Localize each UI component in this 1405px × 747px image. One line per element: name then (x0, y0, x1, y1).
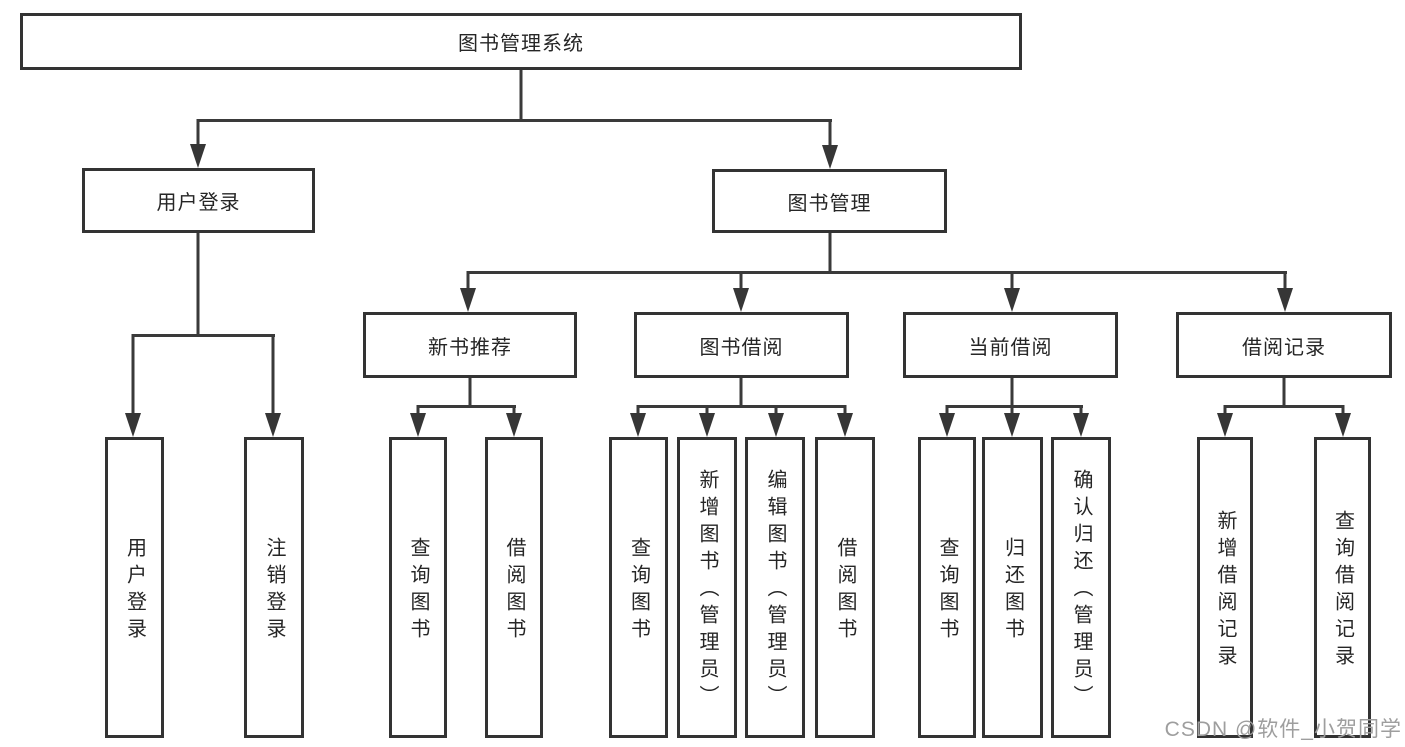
arrow-down-icon (1004, 288, 1020, 312)
leaf-confirm-return-admin: 确认归还（管理员） (1051, 437, 1111, 738)
leaf-edit-books-admin: 编辑图书（管理员） (745, 437, 805, 738)
connector-line (637, 405, 846, 408)
connector-line (271, 334, 275, 415)
arrow-down-icon (630, 413, 646, 437)
connector-line (843, 405, 847, 415)
connector-line (512, 405, 516, 415)
connector-line (468, 378, 472, 407)
connector-line (416, 405, 420, 415)
connector-line (1079, 405, 1083, 415)
arrow-down-icon (1004, 413, 1020, 437)
connector-line (1224, 405, 1344, 408)
arrow-down-icon (460, 288, 476, 312)
arrow-down-icon (1335, 413, 1351, 437)
node-book-borrow-label: 图书借阅 (699, 336, 784, 359)
connector-line (828, 233, 832, 273)
arrow-down-icon (837, 413, 853, 437)
node-root-label: 图书管理系统 (458, 33, 584, 55)
node-user-login: 用户登录 (82, 168, 315, 233)
node-current-borrow: 当前借阅 (903, 312, 1118, 378)
leaf-borrow-query-books: 查询图书 (609, 437, 668, 738)
node-current-borrow-label: 当前借阅 (968, 336, 1053, 359)
node-borrow-records: 借阅记录 (1176, 312, 1392, 378)
connector-line (1010, 378, 1014, 407)
node-book-management: 图书管理 (712, 169, 947, 233)
leaf-borrow-books: 借阅图书 (815, 437, 875, 738)
node-new-book-recommend-label: 新书推荐 (428, 336, 512, 359)
connector-line (197, 119, 832, 122)
connector-line (946, 405, 1083, 408)
arrow-down-icon (1217, 413, 1233, 437)
node-new-book-recommend: 新书推荐 (363, 312, 577, 378)
connector-line (466, 271, 470, 290)
connector-line (1283, 271, 1287, 290)
connector-line (1341, 405, 1345, 415)
connector-line (828, 119, 832, 147)
arrow-down-icon (768, 413, 784, 437)
connector-line (739, 378, 743, 407)
leaf-user-login: 用户登录 (105, 437, 164, 738)
connector-line (467, 271, 1287, 274)
arrow-down-icon (125, 413, 141, 437)
node-borrow-records-label: 借阅记录 (1242, 336, 1326, 359)
arrow-down-icon (939, 413, 955, 437)
leaf-logout: 注销登录 (244, 437, 304, 738)
connector-line (196, 119, 200, 146)
connector-line (774, 405, 778, 415)
connector-line (705, 405, 709, 415)
connector-line (196, 233, 200, 336)
arrow-down-icon (190, 144, 206, 168)
connector-line (131, 334, 135, 415)
connector-line (945, 405, 949, 415)
connector-line (519, 70, 523, 121)
connector-line (1223, 405, 1227, 415)
connector-line (1282, 378, 1286, 407)
connector-line (132, 334, 275, 337)
node-book-management-label: 图书管理 (787, 192, 872, 215)
leaf-add-borrow-record: 新增借阅记录 (1197, 437, 1253, 738)
arrow-down-icon (822, 145, 838, 169)
leaf-query-borrow-record: 查询借阅记录 (1314, 437, 1371, 738)
arrow-down-icon (699, 413, 715, 437)
connector-line (1010, 271, 1014, 290)
leaf-rec-query-books: 查询图书 (389, 437, 447, 738)
arrow-down-icon (733, 288, 749, 312)
leaf-return-books: 归还图书 (982, 437, 1043, 738)
leaf-add-books-admin: 新增图书（管理员） (677, 437, 737, 738)
arrow-down-icon (265, 413, 281, 437)
leaf-rec-borrow-books: 借阅图书 (485, 437, 543, 738)
leaf-current-query-books: 查询图书 (918, 437, 976, 738)
node-book-borrow: 图书借阅 (634, 312, 849, 378)
arrow-down-icon (410, 413, 426, 437)
connector-line (417, 405, 516, 408)
connector-line (636, 405, 640, 415)
csdn-watermark: CSDN @软件_小贺同学 (1164, 718, 1402, 741)
connector-line (739, 271, 743, 290)
arrow-down-icon (1073, 413, 1089, 437)
connector-line (1010, 405, 1014, 415)
node-user-login-label: 用户登录 (156, 192, 241, 214)
arrow-down-icon (1277, 288, 1293, 312)
node-root: 图书管理系统 (20, 13, 1022, 70)
arrow-down-icon (506, 413, 522, 437)
